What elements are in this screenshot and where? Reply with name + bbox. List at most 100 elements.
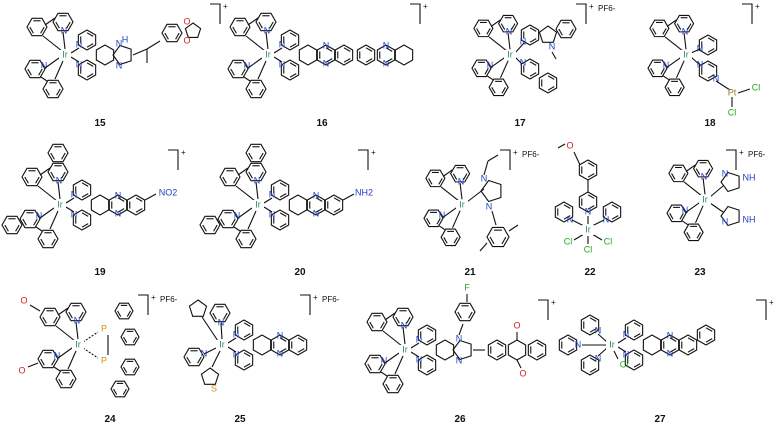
double-bond (220, 218, 225, 226)
bond-line (709, 202, 724, 213)
bond-line (245, 35, 266, 52)
atom-label-ir: Ir (219, 339, 225, 349)
ring-bond (245, 143, 267, 163)
bond-line (597, 333, 608, 343)
double-bond (500, 23, 506, 30)
ring-bond (199, 215, 221, 235)
ring-bond (449, 164, 471, 183)
atom-label-n: N (520, 36, 527, 46)
charge-sign: + (151, 293, 156, 302)
charge-bracket (500, 149, 511, 170)
double-bond (589, 357, 597, 362)
bond-line (247, 57, 263, 69)
double-bond (687, 337, 695, 342)
bond-line (683, 33, 687, 50)
double-bond (212, 312, 217, 320)
atom-label-n: N (36, 210, 43, 220)
double-bond (547, 75, 555, 80)
double-bond (126, 310, 131, 317)
double-bond (529, 27, 537, 32)
ring-bond (440, 228, 461, 247)
ring-bond (72, 179, 92, 201)
double-bond (289, 43, 297, 48)
double-bond (669, 213, 674, 220)
double-bond (529, 72, 537, 77)
compound-number: 16 (316, 118, 328, 129)
double-bond (269, 21, 274, 29)
atom-label-ir: Ir (62, 49, 68, 59)
bond-line (29, 304, 41, 312)
bond-line (37, 185, 58, 202)
double-bond (677, 87, 682, 94)
double-bond (233, 176, 238, 184)
ring-bond (42, 79, 64, 99)
atom-label-cl: Cl (564, 236, 573, 246)
bond-line (57, 347, 73, 359)
atom-label-cl: Cl (752, 82, 761, 92)
bond-line (27, 362, 39, 368)
ring-bond (602, 201, 622, 223)
ring-bond (252, 334, 272, 356)
double-bond (315, 197, 323, 202)
double-bond (58, 378, 63, 386)
atom-label-n: N (401, 320, 408, 330)
ring-bond (235, 229, 257, 249)
ring-bond (126, 194, 146, 216)
bond-line (410, 351, 420, 358)
charge-bracket (756, 299, 767, 320)
double-bond (24, 176, 29, 184)
double-bond (113, 388, 118, 395)
atom-label-n: N (722, 216, 729, 226)
ring-bond (382, 374, 404, 394)
double-bond (238, 238, 243, 246)
double-bond (66, 21, 71, 29)
ring-bond (19, 209, 41, 229)
double-bond (667, 87, 672, 94)
double-bond (135, 197, 143, 202)
atom-label-n: N (277, 330, 284, 340)
ring-bond (394, 44, 414, 66)
double-bond (707, 74, 715, 79)
atom-label-n: N (595, 325, 602, 335)
atom-label-cl: Cl (620, 359, 629, 369)
five-ring-bond (720, 205, 740, 227)
bond-line (438, 225, 446, 231)
bond-line (39, 207, 55, 219)
double-bond (117, 208, 125, 213)
bond-line (384, 312, 396, 321)
double-bond (325, 47, 333, 52)
counterion: PF6- (522, 150, 540, 159)
double-bond (589, 317, 597, 322)
atom-label-n: N (481, 173, 488, 183)
double-bond (27, 68, 32, 76)
ring-bond (580, 314, 600, 336)
metal-knockout (699, 195, 711, 205)
double-bond (289, 73, 297, 78)
bond-line (201, 316, 219, 342)
double-bond (558, 28, 563, 36)
bond-line (62, 31, 66, 50)
double-bond (380, 321, 385, 329)
double-bond (501, 236, 507, 245)
double-bond (426, 218, 431, 225)
ring-bond (227, 59, 249, 79)
ring-bond (487, 339, 507, 361)
ring-bond (486, 226, 510, 248)
compound-number: 22 (584, 267, 596, 278)
double-bond (511, 23, 516, 30)
double-bond (81, 182, 89, 187)
double-bond (243, 352, 251, 357)
double-bond (426, 368, 434, 373)
ring-bond (245, 162, 267, 182)
bond-line (54, 60, 64, 80)
ring-bond (306, 194, 326, 216)
double-bond (428, 178, 433, 185)
bond-line (466, 188, 485, 203)
metal-knockout (504, 50, 516, 60)
charge-bracket (168, 149, 179, 170)
charge-bracket (742, 3, 753, 24)
double-bond (40, 26, 45, 34)
bond-line (42, 35, 63, 52)
double-bond (426, 327, 434, 332)
